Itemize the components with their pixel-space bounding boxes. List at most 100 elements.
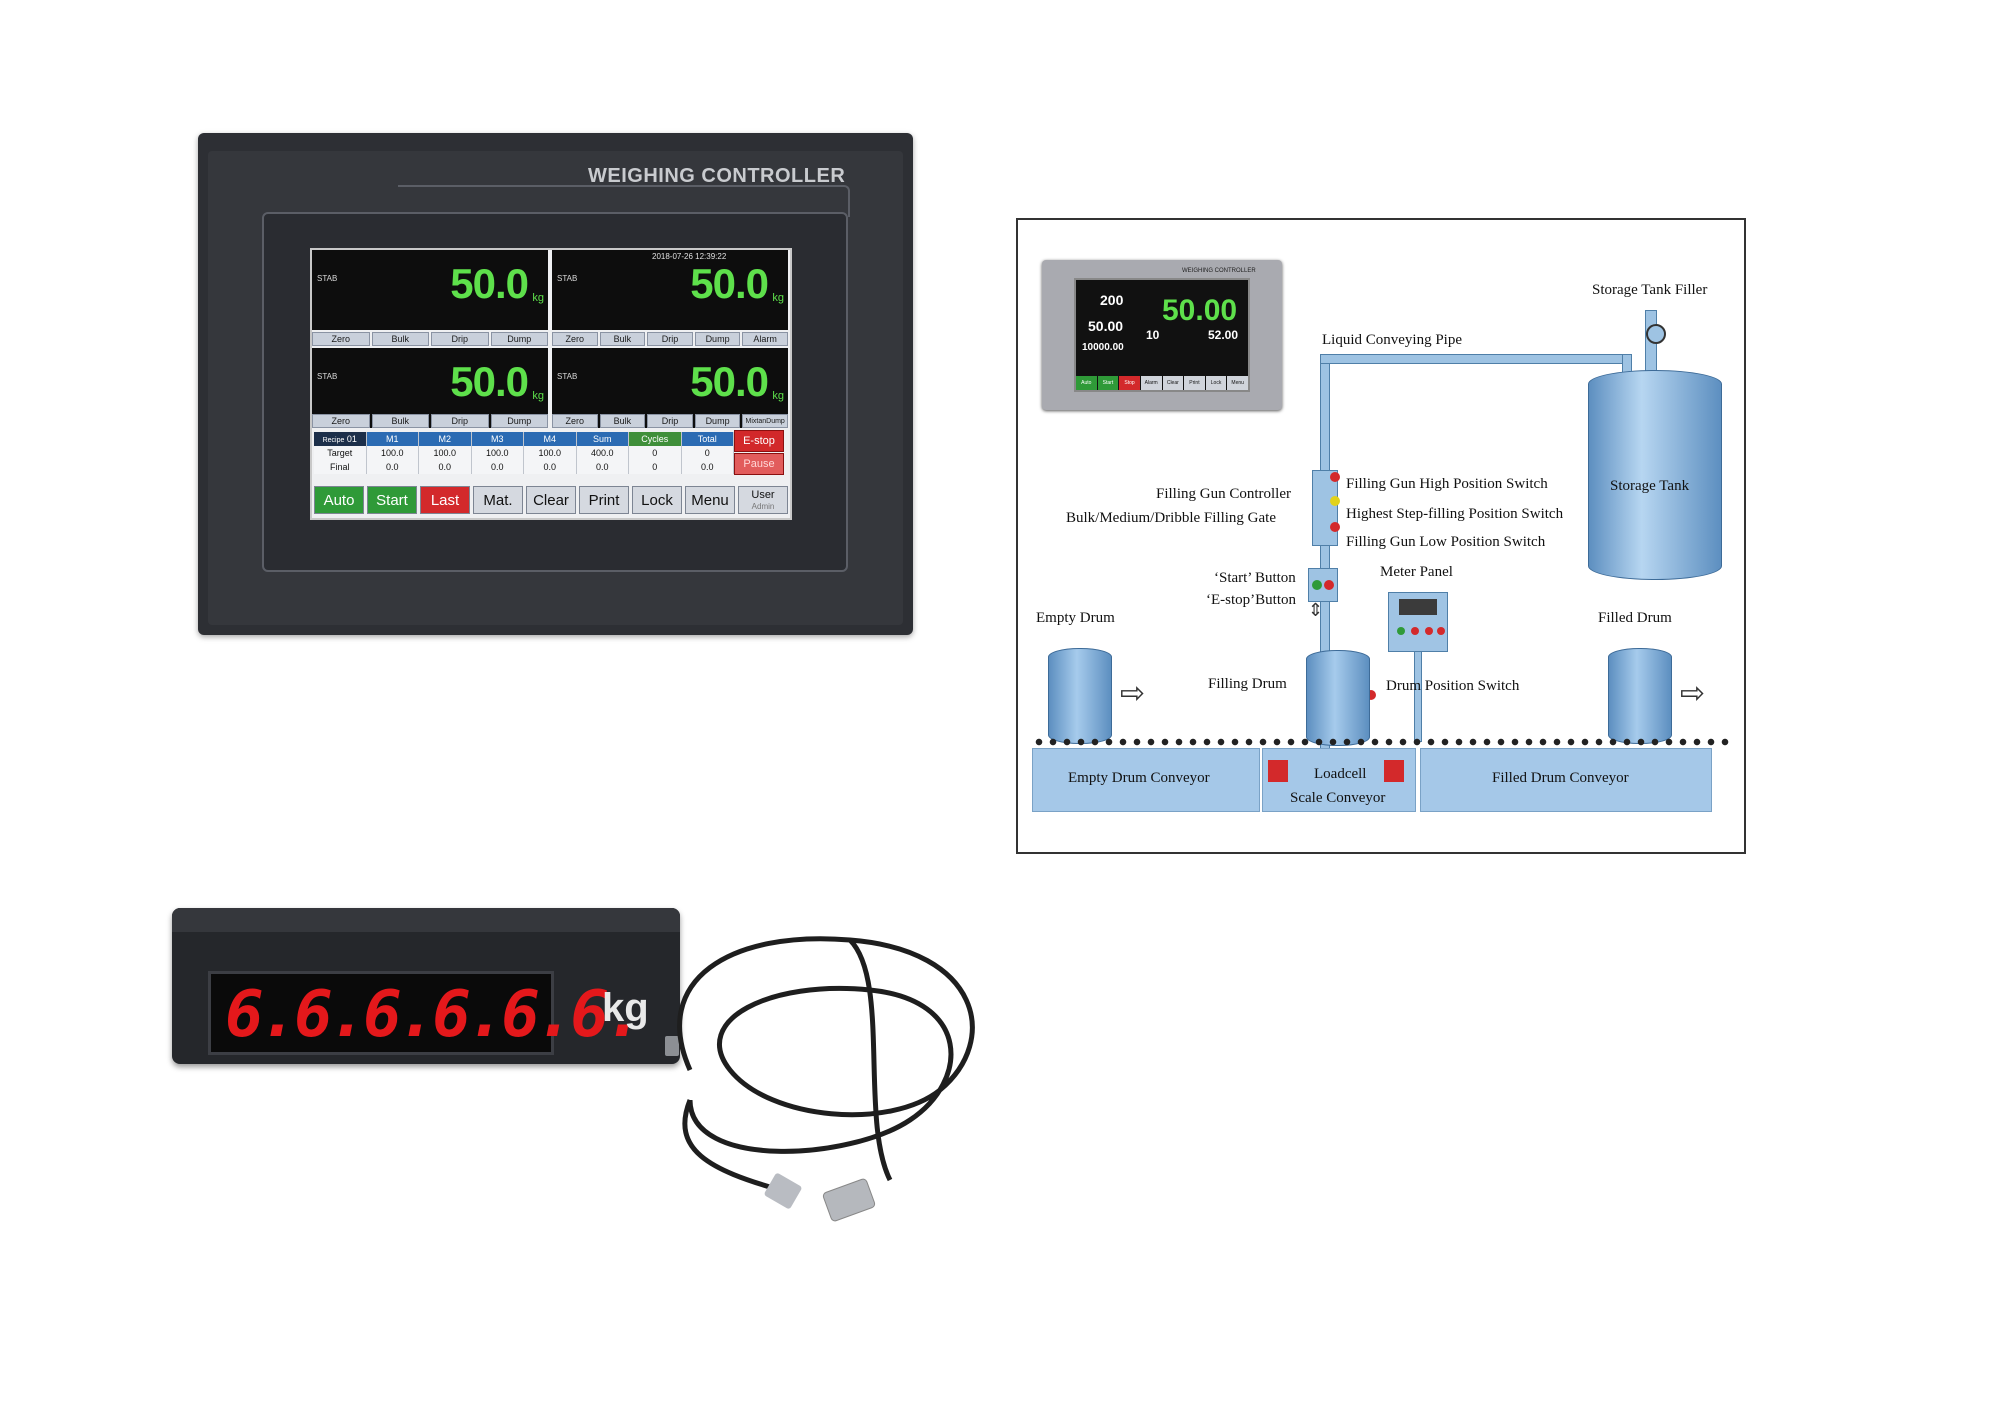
channel-3-drip-button[interactable]: Drip: [431, 414, 489, 428]
channel-1-panel: STAB 50.0 kg: [312, 250, 548, 330]
up-down-arrow-icon: ⇕: [1308, 600, 1324, 621]
channel-4-weight: 50.0: [690, 358, 769, 405]
channel-1-buttons: Zero Bulk Drip Dump: [312, 332, 548, 346]
loadcell-icon: [1268, 760, 1288, 782]
channel-2-zero-button[interactable]: Zero: [552, 332, 598, 346]
channel-1-drip-button[interactable]: Drip: [431, 332, 489, 346]
channel-3-weight: 50.0: [450, 358, 529, 405]
lock-button[interactable]: Lock: [632, 486, 682, 514]
label-estop-button: ‘E-stop’Button: [1206, 592, 1296, 608]
mini-value-3: 10000.00: [1082, 342, 1124, 353]
label-empty-drum: Empty Drum: [1036, 610, 1115, 626]
device-brand-label: WEIGHING CONTROLLER: [588, 165, 846, 187]
channel-2-bulk-button[interactable]: Bulk: [599, 332, 646, 346]
channel-4-drip-button[interactable]: Drip: [647, 414, 693, 428]
meter-led-red: [1425, 627, 1433, 635]
col-m3: M3: [471, 432, 524, 446]
meter-panel: [1388, 592, 1448, 652]
pause-button[interactable]: Pause: [734, 453, 784, 475]
channel-1-weight: 50.0: [450, 260, 529, 307]
col-sum: Sum: [576, 432, 629, 446]
user-label: User: [751, 489, 775, 501]
channel-4-unit: kg: [772, 390, 784, 402]
meter-panel-lcd: [1399, 599, 1437, 615]
recipe-label: Recipe: [322, 437, 345, 444]
remote-display-unit: kg: [602, 986, 649, 1030]
table-cell: 0.0: [471, 460, 524, 474]
auto-button[interactable]: Auto: [314, 486, 364, 514]
channel-3-zero-button[interactable]: Zero: [312, 414, 370, 428]
label-scale-conveyor: Scale Conveyor: [1290, 790, 1386, 806]
menu-button[interactable]: Menu: [685, 486, 735, 514]
table-cell: 100.0: [366, 446, 419, 460]
liquid-conveying-pipe: [1320, 354, 1632, 364]
user-button[interactable]: User Admin: [738, 486, 788, 514]
channel-2-unit: kg: [772, 292, 784, 304]
table-cell: 0.0: [576, 460, 629, 474]
row-label: Final: [314, 460, 367, 474]
col-cycles: Cycles: [629, 432, 682, 446]
mini-value-1: 200: [1100, 292, 1124, 308]
label-drum-switch: Drum Position Switch: [1386, 678, 1520, 694]
meter-panel-post: [1414, 650, 1422, 742]
remote-display-top: [172, 908, 680, 932]
channel-2-dump-button[interactable]: Dump: [694, 332, 741, 346]
print-button[interactable]: Print: [579, 486, 629, 514]
filling-drum: [1306, 650, 1370, 746]
col-m1: M1: [366, 432, 419, 446]
empty-drum: [1048, 648, 1112, 744]
label-step-switch: Highest Step-filling Position Switch: [1346, 506, 1564, 522]
filling-system-diagram: WEIGHING CONTROLLER 200 50.00 10000.00 5…: [1016, 218, 1746, 854]
label-filled-conveyor: Filled Drum Conveyor: [1492, 770, 1629, 786]
mini-alarm: Alarm: [1140, 376, 1162, 390]
channel-2-drip-button[interactable]: Drip: [647, 332, 693, 346]
user-name: Admin: [751, 502, 775, 511]
remote-display-digits: 6.6.6.6.6.6.: [225, 978, 643, 1052]
estop-button[interactable]: E-stop: [734, 430, 784, 452]
channel-3-bulk-button[interactable]: Bulk: [371, 414, 429, 428]
mini-small-value-1: 10: [1146, 328, 1160, 342]
mini-start: Start: [1097, 376, 1119, 390]
label-filling-gate: Bulk/Medium/Dribble Filling Gate: [1066, 510, 1276, 526]
channel-4-bulk-button[interactable]: Bulk: [599, 414, 646, 428]
mini-stop: Stop: [1119, 376, 1140, 390]
rj45-connector: [764, 1173, 802, 1209]
channel-2-panel: 2018-07-26 12:39:22 STAB 50.0 kg: [552, 250, 788, 330]
mini-print: Print: [1184, 376, 1205, 390]
col-total: Total: [681, 432, 734, 446]
channel-1-dump-button[interactable]: Dump: [490, 332, 548, 346]
label-filling-gun-controller: Filling Gun Controller: [1156, 486, 1291, 502]
conveyor-rollers: [1032, 738, 1732, 746]
table-row: Target 100.0 100.0 100.0 100.0 400.0 0 0: [314, 446, 734, 460]
channel-3-dump-button[interactable]: Dump: [490, 414, 548, 428]
col-m2: M2: [419, 432, 472, 446]
clear-button[interactable]: Clear: [526, 486, 576, 514]
channel-2-alarm-button[interactable]: Alarm: [742, 332, 788, 346]
material-button[interactable]: Mat.: [473, 486, 523, 514]
channel-1-bulk-button[interactable]: Bulk: [371, 332, 429, 346]
bottom-toolbar: Auto Start Last Mat. Clear Print Lock Me…: [314, 486, 788, 514]
label-storage-tank-filler: Storage Tank Filler: [1592, 282, 1708, 298]
last-button[interactable]: Last: [420, 486, 470, 514]
label-storage-tank: Storage Tank: [1610, 478, 1690, 494]
channel-4-dump-button[interactable]: Dump: [694, 414, 741, 428]
recipe-selector[interactable]: Recipe 01: [314, 432, 367, 446]
label-start-button: ‘Start’ Button: [1214, 570, 1296, 586]
mini-lock: Lock: [1205, 376, 1227, 390]
label-filling-drum: Filling Drum: [1208, 676, 1287, 692]
start-button[interactable]: Start: [367, 486, 417, 514]
row-label: Target: [314, 446, 367, 460]
remote-display: 6.6.6.6.6.6. kg: [172, 908, 680, 1064]
meter-led-green: [1397, 627, 1405, 635]
channel-4-mixtandump-button[interactable]: MixtanDump: [742, 414, 788, 428]
mini-header: WEIGHING CONTROLLER: [1182, 268, 1256, 274]
label-high-switch: Filling Gun High Position Switch: [1346, 476, 1548, 492]
estop-button-icon: [1324, 580, 1334, 590]
mini-toolbar: Auto Start Stop Alarm Clear Print Lock M…: [1076, 376, 1248, 390]
channel-4-zero-button[interactable]: Zero: [552, 414, 598, 428]
tank-filler-valve-icon: [1646, 324, 1666, 344]
table-cell: 0.0: [681, 460, 734, 474]
channel-1-zero-button[interactable]: Zero: [312, 332, 370, 346]
table-row: Final 0.0 0.0 0.0 0.0 0.0 0 0.0: [314, 460, 734, 474]
mini-controller-image: WEIGHING CONTROLLER 200 50.00 10000.00 5…: [1042, 260, 1282, 410]
